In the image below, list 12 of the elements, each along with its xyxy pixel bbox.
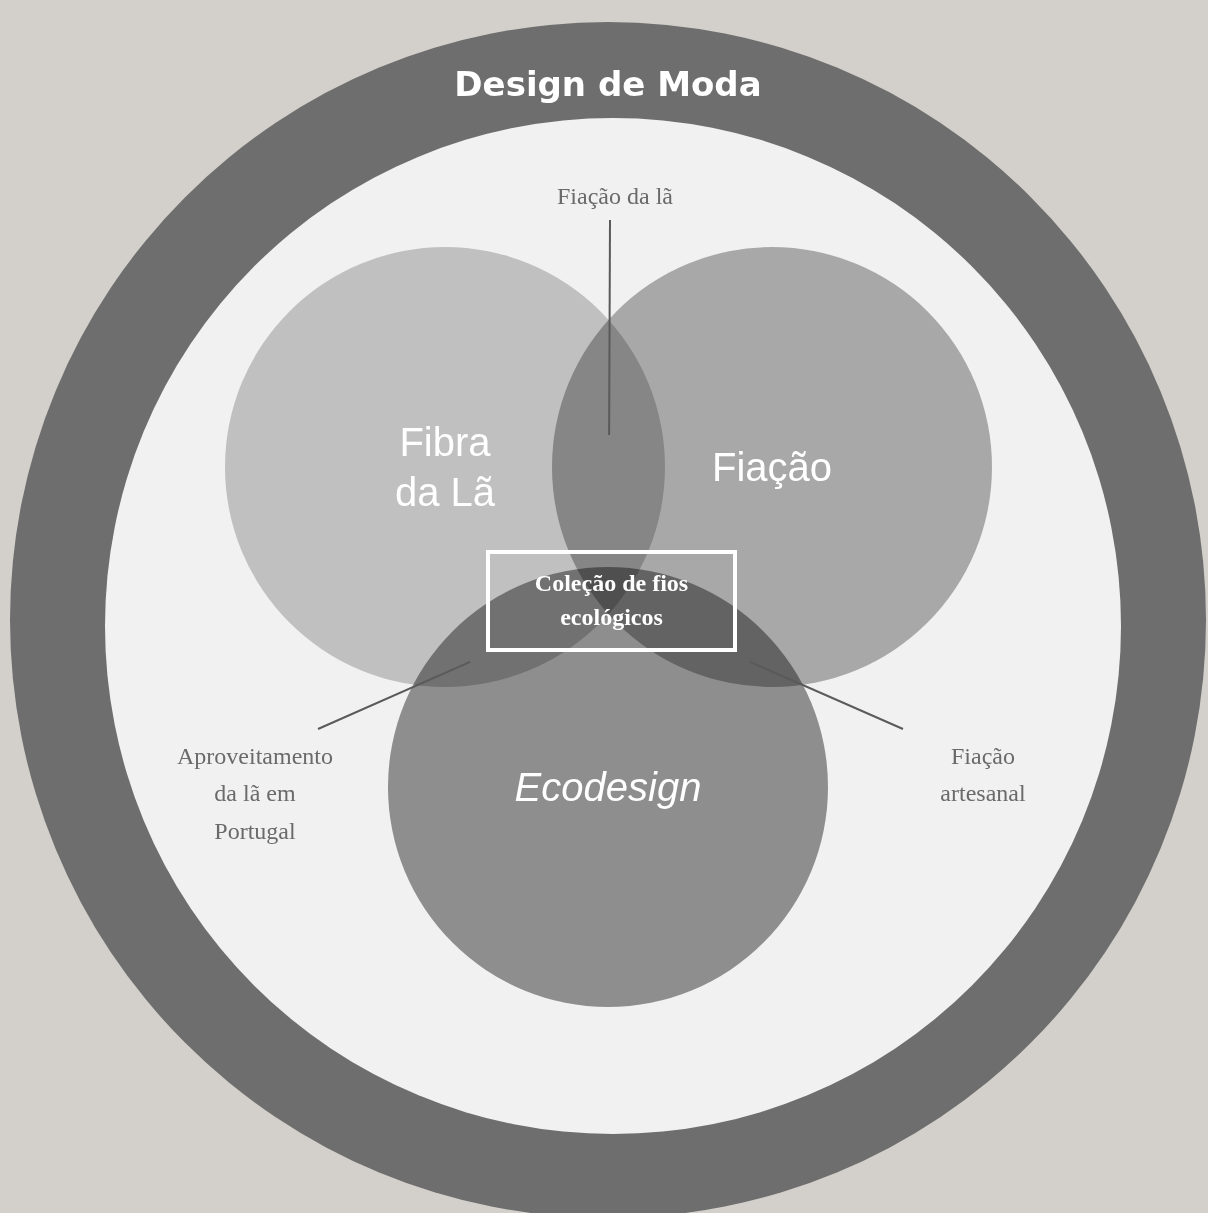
frame-label: Coleção de fios ecológicos	[533, 569, 690, 632]
leader-line	[317, 660, 472, 730]
annotation-text: Fiação artesanal	[939, 741, 1027, 808]
annotation-text: Aproveitamento da lã em Portugal	[176, 742, 334, 846]
circle-label: Fibra da Lã	[393, 419, 497, 516]
center-frame	[486, 550, 737, 652]
leader-line	[608, 219, 611, 436]
annotation-text: Fiação da lã	[557, 182, 673, 211]
circle-label: Ecodesign	[514, 764, 702, 811]
circle-label: Fiação	[711, 444, 833, 491]
leader-line	[749, 660, 904, 730]
ring-title: Design de Moda	[454, 64, 762, 104]
